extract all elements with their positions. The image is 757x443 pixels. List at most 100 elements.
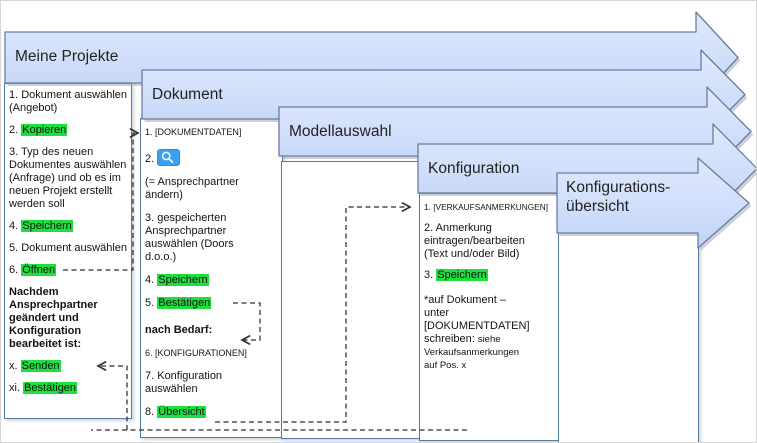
step-text: neuen Projekt erstellt [9, 185, 113, 197]
list-item-line: 2. Kopieren [9, 124, 127, 137]
list-item-line: (Text und/oder Bild) [424, 248, 554, 261]
step-text: 4. [9, 220, 22, 232]
list-item: 3. Speichern [424, 269, 554, 282]
list-item-line: 1. [VERKAUFSANMERKUNGEN] [424, 201, 554, 214]
search-icon [157, 149, 181, 166]
list-item-line: 3. gespeicherten [145, 212, 277, 225]
list-item-line: x. Senden [9, 360, 127, 373]
step-text: 1. [VERKAUFSANMERKUNGEN] [424, 202, 549, 212]
list-item-line: Ansprechpartner [9, 299, 127, 312]
step-text: 1. [DOKUMENTDATEN] [145, 127, 242, 137]
list-item-line: [DOKUMENTDATEN] [424, 320, 554, 333]
banner-label-dokument: Dokument [152, 85, 223, 104]
step-text: ändern) [145, 189, 183, 201]
step-text: auf Pos. x [424, 360, 467, 371]
highlighted-step-text: Speichern [21, 220, 73, 232]
list-item: 5. Bestätigen [145, 297, 277, 310]
step-text: 8. [145, 406, 158, 418]
list-item-line: 6. Öffnen [9, 264, 127, 277]
list-item-line: geändert und [9, 312, 127, 325]
step-text: 6. [KONFIGURATIONEN] [145, 348, 247, 358]
banner-label-line: Dokument [152, 86, 223, 103]
step-text: 4. [145, 274, 158, 286]
banner-label-line: übersicht [566, 198, 629, 215]
step-text: 5. Dokument auswählen [9, 242, 128, 254]
list-item: 1. Dokument auswählen(Angebot) [9, 89, 127, 115]
highlighted-step-text: Speichern [157, 274, 209, 286]
list-item-line: (= Ansprechpartner [145, 176, 277, 189]
banner-label-konfigurations-uebersicht: Konfigurations-übersicht [566, 178, 670, 216]
step-text: 3. [424, 269, 437, 281]
column-box-konfigurations-uebersicht [558, 232, 699, 442]
list-item: nach Bedarf: [145, 324, 277, 337]
step-text: x. [9, 360, 21, 372]
banner-label-line: Konfigurations- [566, 179, 671, 196]
list-item-line: 4. Speichern [9, 220, 127, 233]
list-item-line: 3. Typ des neuen [9, 146, 127, 159]
highlighted-step-text: Öffnen [21, 264, 57, 276]
list-item-line: xi. Bestätigen [9, 382, 127, 395]
list-item-line: auf Pos. x [424, 359, 554, 372]
step-text: auswählen [145, 383, 198, 395]
banner-label-line: Modellauswahl [289, 123, 392, 140]
banner-label-meine-projekte: Meine Projekte [15, 47, 118, 66]
list-item: xi. Bestätigen [9, 382, 127, 395]
list-item-line: schreiben: siehe [424, 333, 554, 346]
list-item: 2. Kopieren [9, 124, 127, 137]
list-item-line: Ansprechpartner [145, 225, 277, 238]
list-item-line: *auf Dokument – [424, 294, 554, 307]
step-text: 3. Typ des neuen [9, 146, 94, 158]
step-text: werden soll [9, 198, 65, 210]
list-item-line: nach Bedarf: [145, 324, 277, 337]
list-item-line: werden soll [9, 198, 127, 211]
list-item-line: d.o.o.) [145, 251, 277, 264]
banner-label-konfiguration: Konfiguration [428, 159, 519, 178]
highlighted-step-text: Senden [20, 360, 61, 372]
list-item-line: 4. Speichern [145, 274, 277, 287]
list-item-line: neuen Projekt erstellt [9, 185, 127, 198]
list-item-line: 1. [DOKUMENTDATEN] [145, 126, 277, 139]
list-item-line: Verkaufsanmerkungen [424, 346, 554, 359]
list-item: x. Senden [9, 360, 127, 373]
step-text: 2. Anmerkung [424, 222, 492, 234]
list-item-line: 6. [KONFIGURATIONEN] [145, 347, 277, 360]
list-item-line: (Anfrage) und ob es im [9, 172, 127, 185]
list-item-line: unter [424, 307, 554, 320]
highlighted-step-text: Übersicht [157, 406, 206, 418]
banner-label-line: Konfiguration [428, 160, 520, 177]
list-meine-projekte: 1. Dokument auswählen(Angebot) 2. Kopiere… [9, 89, 127, 404]
highlighted-step-text: Kopieren [21, 124, 68, 136]
list-item: 6. Öffnen [9, 264, 127, 277]
step-text: (= Ansprechpartner [145, 176, 239, 188]
list-item: 5. Dokument auswählen [9, 242, 127, 255]
list-item-line: 7. Konfiguration [145, 370, 277, 383]
step-text: Ansprechpartner [9, 299, 98, 311]
list-item: 8. Übersicht [145, 406, 277, 419]
list-item-line: 5. Dokument auswählen [9, 242, 127, 255]
list-item-line: 3. Speichern [424, 269, 554, 282]
list-item: 6. [KONFIGURATIONEN] [145, 347, 277, 360]
highlighted-step-text: Speichern [436, 269, 488, 281]
banner-label-modellauswahl: Modellauswahl [289, 122, 392, 141]
step-text: schreiben: [424, 333, 478, 345]
step-text: Verkaufsanmerkungen [424, 347, 520, 358]
step-text: eintragen/bearbeiten [424, 235, 525, 247]
list-item: *auf Dokument –unter[DOKUMENTDATEN]schre… [424, 294, 554, 372]
step-text: Konfiguration [9, 325, 82, 337]
banner-label-line: Meine Projekte [15, 48, 119, 65]
step-text: xi. [9, 382, 24, 394]
step-text: *auf Dokument – [424, 294, 506, 306]
list-item-line: auswählen (Doors [145, 238, 277, 251]
step-text: Ansprechpartner [145, 225, 227, 237]
step-text: geändert und [9, 312, 79, 324]
highlighted-step-text: Bestätigen [157, 297, 212, 309]
